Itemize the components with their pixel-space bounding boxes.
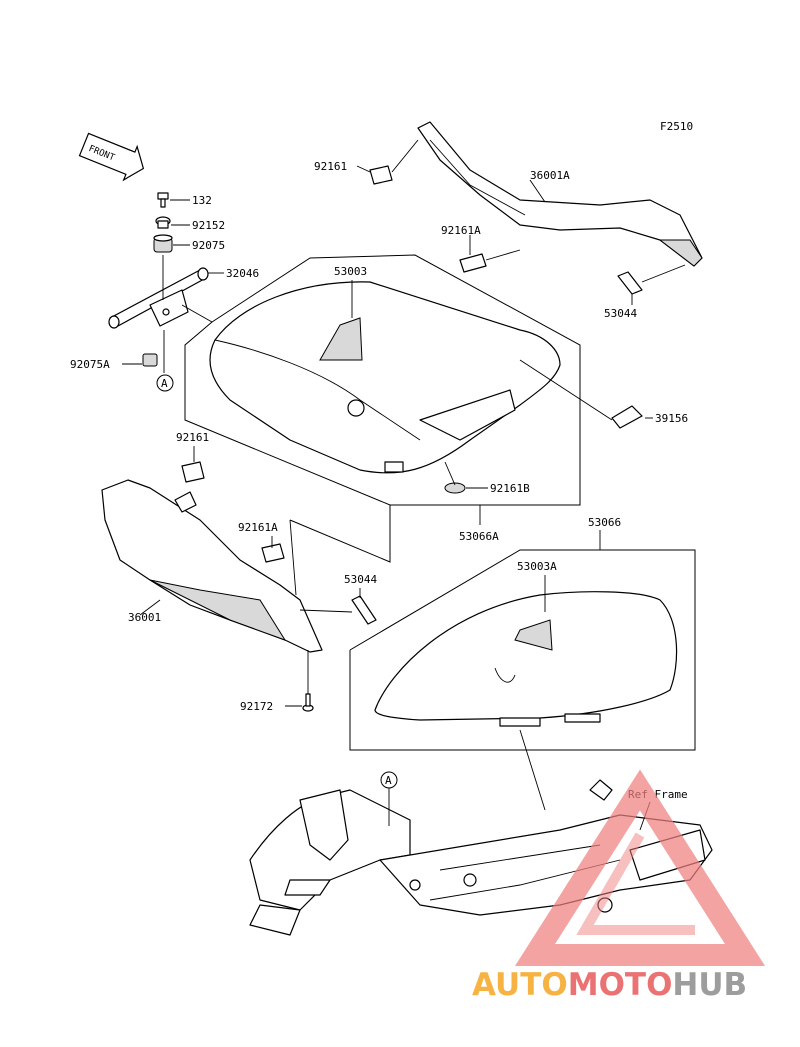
callout-circle-a-top: [156, 374, 174, 392]
label-36001: 36001: [128, 611, 161, 624]
damper-92161-left-icon: [181, 461, 205, 483]
label-92172: 92172: [240, 700, 273, 713]
collar-53044-mid-icon: [351, 595, 377, 625]
label-53066: 53066: [588, 516, 621, 529]
front-arrow-icon: FRONT: [78, 132, 145, 182]
watermark: AUTOMOTOHUB: [472, 769, 766, 1003]
label-92161-top: 92161: [314, 160, 347, 173]
label-53044-top: 53044: [604, 307, 637, 320]
label-92161-left: 92161: [176, 431, 209, 444]
front-seat-53003-icon: [209, 281, 561, 474]
label-53003: 53003: [334, 265, 367, 278]
label-132: 132: [192, 194, 212, 207]
label-92161B: 92161B: [490, 482, 530, 495]
watermark-hub: HUB: [672, 967, 747, 1003]
label-53044-mid: 53044: [344, 573, 377, 586]
watermark-text: AUTOMOTOHUB: [472, 967, 747, 1003]
watermark-moto: MOTO: [568, 967, 673, 1003]
label-53003A: 53003A: [517, 560, 557, 573]
callout-a-top: A: [161, 377, 168, 390]
screw-92172-icon: [302, 693, 314, 712]
label-92075A: 92075A: [70, 358, 110, 371]
label-36001A: 36001A: [530, 169, 570, 182]
label-92075: 92075: [192, 239, 225, 252]
damper-92161B-icon: [444, 482, 466, 494]
damper-92161A-left-icon: [261, 543, 285, 563]
watermark-triangle-icon: [514, 769, 766, 966]
label-32046: 32046: [226, 267, 259, 280]
bracket-39156-icon: [611, 405, 643, 429]
damper-92161-top-icon: [369, 165, 393, 185]
label-92161A-top: 92161A: [441, 224, 481, 237]
label-53066A: 53066A: [459, 530, 499, 543]
cover-36001A-icon: [417, 121, 703, 267]
collar-92152-icon: [155, 216, 171, 229]
grommet-92075A-icon: [142, 353, 158, 367]
collar-53044-top-icon: [617, 271, 643, 295]
figure-code: F2510: [660, 120, 693, 133]
watermark-auto: AUTO: [472, 967, 568, 1003]
bolt-132-icon: [157, 192, 169, 208]
label-92152: 92152: [192, 219, 225, 232]
callout-a-frame: A: [385, 774, 392, 787]
rear-seat-53003A-icon: [374, 591, 678, 727]
label-92161A-left: 92161A: [238, 521, 278, 534]
damper-92161A-top-icon: [459, 253, 487, 273]
side-cover-36001-icon: [101, 479, 323, 653]
grommet-92075-icon: [153, 234, 173, 253]
bracket-32046-icon: [108, 267, 209, 329]
label-39156: 39156: [655, 412, 688, 425]
